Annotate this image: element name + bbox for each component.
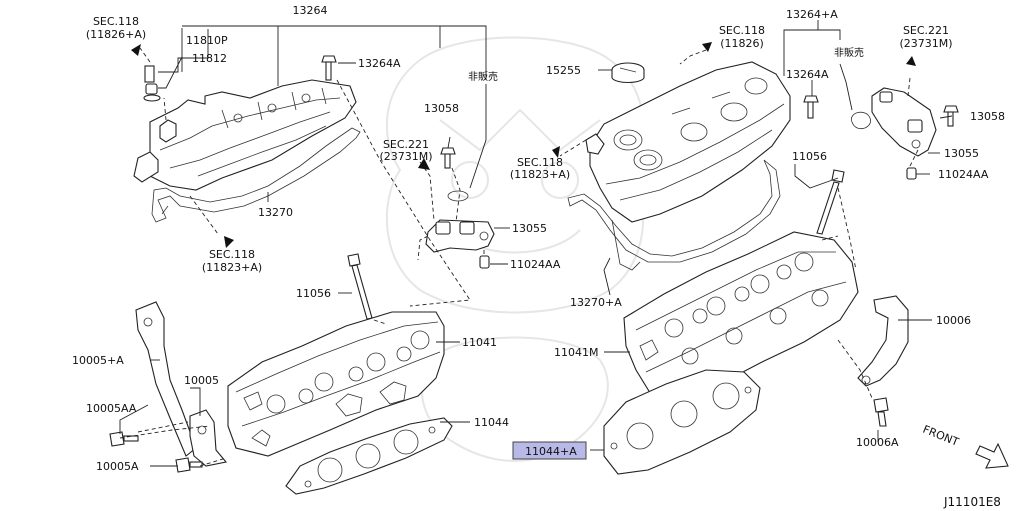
label-sec118-11823a-left[interactable]: SEC.118 xyxy=(209,248,255,261)
label-13058-left[interactable]: 13058 xyxy=(424,102,459,115)
label-11812[interactable]: 11812 xyxy=(192,52,227,65)
label-13055-right[interactable]: 13055 xyxy=(944,147,979,160)
cylinder-head-right xyxy=(623,231,859,403)
front-arrow xyxy=(975,442,1009,469)
label-10006a[interactable]: 10006A xyxy=(856,436,899,449)
label-front: FRONT xyxy=(921,423,961,449)
arrow-sec118-11826a xyxy=(131,44,141,56)
o-ring-left xyxy=(447,190,469,202)
head-bolt-left xyxy=(347,253,373,320)
rocker-cover-gasket-left xyxy=(151,127,361,223)
bolt-13058-right xyxy=(943,105,959,127)
bolt-13264a-left xyxy=(321,55,337,81)
label-15255[interactable]: 15255 xyxy=(546,64,581,77)
label-11024aa-right[interactable]: 11024AA xyxy=(938,168,989,181)
label-11041m[interactable]: 11041M xyxy=(554,346,598,359)
bolt-13264a-right xyxy=(803,95,819,119)
bracket-10006 xyxy=(857,295,909,387)
label-sec221-left[interactable]: SEC.221 xyxy=(383,138,429,151)
arrow-sec118-11823a-left xyxy=(224,236,234,248)
bolt-10005a xyxy=(175,457,203,473)
label-13264a-plus[interactable]: 13264+A xyxy=(786,8,838,21)
label-11810p[interactable]: 11810P xyxy=(186,34,228,47)
rocker-cover-right xyxy=(585,61,791,223)
label-11056-right[interactable]: 11056 xyxy=(792,150,827,163)
oil-filler-cap xyxy=(611,62,645,84)
label-13270a[interactable]: 13270+A xyxy=(570,296,622,309)
head-gasket-left xyxy=(285,417,453,495)
vtc-solenoid-right xyxy=(871,87,937,157)
arrow-sec221-right xyxy=(906,56,916,66)
rocker-cover-left xyxy=(133,79,357,191)
o-ring-right xyxy=(851,111,871,130)
background-watermark xyxy=(385,36,645,462)
bracket-10005 xyxy=(189,409,228,467)
plug-11024aa-left xyxy=(479,255,490,269)
label-sec118-11826a[interactable]: SEC.118 xyxy=(93,15,139,28)
bolt-10006a xyxy=(873,397,889,427)
bolt-13058-left xyxy=(440,147,456,169)
label-sec221-right[interactable]: SEC.221 xyxy=(903,24,949,37)
arrow-sec118-11823a-right xyxy=(552,146,560,158)
highlight-box xyxy=(512,441,587,460)
bolt-10005aa xyxy=(109,431,139,447)
label-13264a-left[interactable]: 13264A xyxy=(358,57,401,70)
label-13058-right[interactable]: 13058 xyxy=(970,110,1005,123)
label-11056-left[interactable]: 11056 xyxy=(296,287,331,300)
label-sec118-11823a-right[interactable]: SEC.118 xyxy=(517,156,563,169)
pcv-valve xyxy=(143,65,161,102)
label-10005a-upper[interactable]: 10005+A xyxy=(72,354,124,367)
label-sec118-11823a-left-sub: (11823+A) xyxy=(202,261,262,274)
arrow-sec221-left xyxy=(418,158,430,170)
head-gasket-right xyxy=(603,369,761,475)
plug-11024aa-right xyxy=(906,167,917,180)
label-not-sold-left: 非販売 xyxy=(468,70,498,83)
label-13264[interactable]: 13264 xyxy=(293,4,328,17)
label-10005a-lower[interactable]: 10005A xyxy=(96,460,139,473)
diagram-code: J11101E8 xyxy=(943,495,1001,509)
label-13264a-right[interactable]: 13264A xyxy=(786,68,829,81)
label-10006[interactable]: 10006 xyxy=(936,314,971,327)
label-sec221-right-sub: (23731M) xyxy=(899,37,952,50)
head-bolt-right xyxy=(816,169,845,235)
label-13055-left[interactable]: 13055 xyxy=(512,222,547,235)
arrow-sec118-11826 xyxy=(702,42,712,52)
label-11024aa-left[interactable]: 11024AA xyxy=(510,258,561,271)
label-10005[interactable]: 10005 xyxy=(184,374,219,387)
label-10005aa[interactable]: 10005AA xyxy=(86,402,137,415)
label-sec118-11823a-right-sub: (11823+A) xyxy=(510,168,570,181)
leader-lines-right xyxy=(559,20,953,451)
label-sec118-11826a-sub: (11826+A) xyxy=(86,28,146,41)
label-13270[interactable]: 13270 xyxy=(258,206,293,219)
cylinder-head-left xyxy=(227,311,445,457)
leader-lines-left xyxy=(119,25,510,467)
label-not-sold-right: 非販売 xyxy=(834,46,864,59)
rocker-cover-gasket-right xyxy=(567,159,781,271)
label-11044[interactable]: 11044 xyxy=(474,416,509,429)
vtc-solenoid-left xyxy=(425,219,495,253)
label-11044a[interactable]: 11044+A xyxy=(525,445,577,458)
label-11041[interactable]: 11041 xyxy=(462,336,497,349)
label-sec221-left-sub: (23731M) xyxy=(379,150,432,163)
label-sec118-11826[interactable]: SEC.118 xyxy=(719,24,765,37)
label-sec118-11826-sub: (11826) xyxy=(720,37,764,50)
